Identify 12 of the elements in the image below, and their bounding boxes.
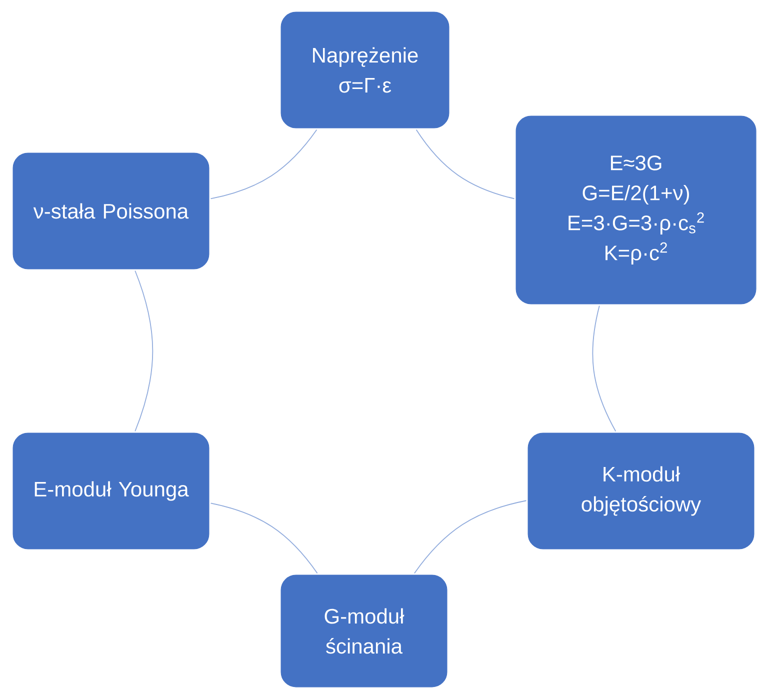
process-box: ν-stała Poissona — [11, 151, 211, 271]
connector-arc — [592, 305, 616, 432]
connector-arc — [210, 502, 318, 574]
process-box: K-moduł objętościowy — [526, 431, 756, 551]
process-box: E-moduł Younga — [11, 431, 211, 551]
connector-arc — [414, 500, 527, 574]
formula-box: E≈3G G=E/2(1+ν) E=3·G=3·ρ·c$_{s}$2 K=ρ·c$^{2}$ — [514, 114, 757, 306]
connector-arc — [416, 129, 515, 200]
process-box: G-moduł ścinania — [279, 573, 449, 688]
connector-arc — [210, 129, 318, 200]
connector-arc — [134, 270, 154, 432]
process-box: Naprężenie σ=Γ·ε — [279, 10, 451, 130]
